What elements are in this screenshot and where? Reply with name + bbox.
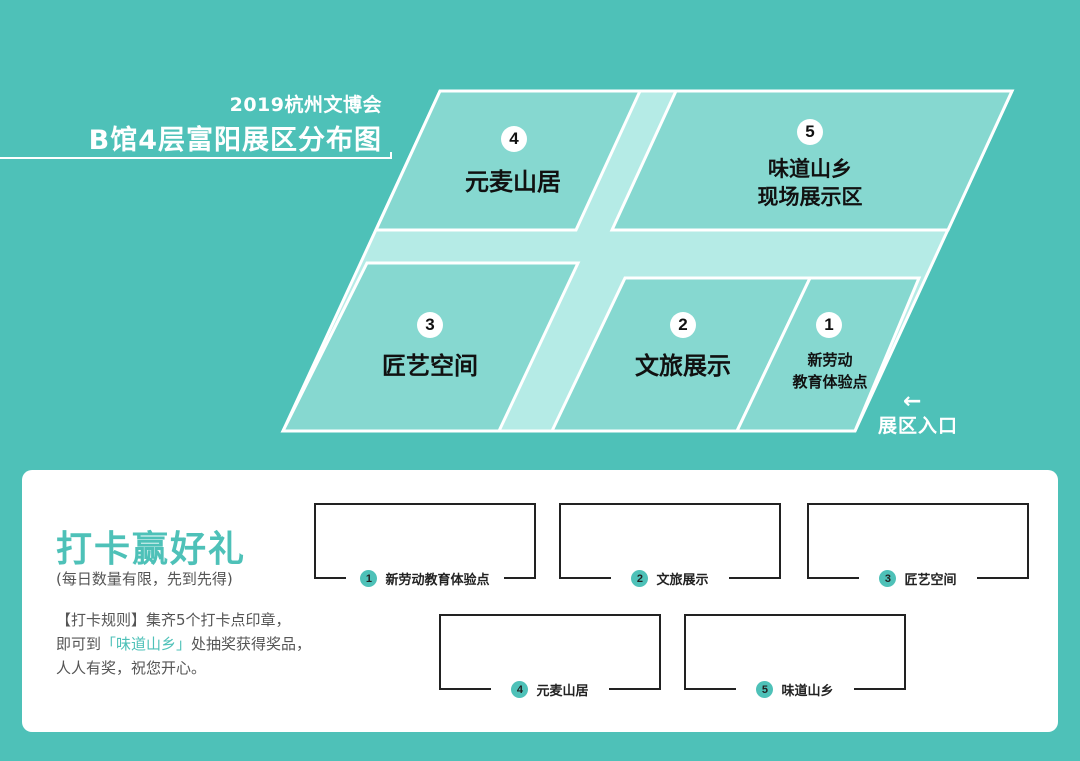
checkin-card: 打卡赢好礼 (每日数量有限，先到先得) 【打卡规则】集齐5个打卡点印章， 即可到… xyxy=(22,470,1058,732)
zone-3-number: 3 xyxy=(417,312,443,338)
zone-1-area[interactable] xyxy=(734,276,922,433)
stamp-number-badge: 4 xyxy=(511,681,529,698)
stamp-label: 1 新劳动教育体验点 xyxy=(316,569,534,588)
stamp-name: 文旅展示 xyxy=(656,573,709,588)
stamp-box-edge xyxy=(854,688,904,690)
stamp-name: 匠艺空间 xyxy=(904,573,957,588)
zone-4-number: 4 xyxy=(501,126,527,152)
zone-3-label: 匠艺空间 xyxy=(382,352,478,380)
checkin-rules: 【打卡规则】集齐5个打卡点印章， 即可到「味道山乡」处抽奖获得奖品， 人人有奖，… xyxy=(56,608,311,680)
stamp-label: 4 元麦山居 xyxy=(441,680,659,699)
stamp-number-badge: 2 xyxy=(631,570,649,587)
stamp-box-edge xyxy=(686,688,736,690)
rules-line-1: 【打卡规则】集齐5个打卡点印章， xyxy=(56,611,291,629)
stamp-box-edge xyxy=(316,577,346,579)
stamp-number-badge: 1 xyxy=(360,570,378,587)
stamp-box-edge xyxy=(609,688,659,690)
stamp-label: 2 文旅展示 xyxy=(561,569,779,588)
stamp-label: 3 匠艺空间 xyxy=(809,569,1027,588)
zone-5-label-line2: 现场展示区 xyxy=(757,185,863,209)
zone-1-number: 1 xyxy=(816,312,842,338)
rules-line-2b: 处抽奖获得奖品， xyxy=(191,635,312,653)
stamp-box-5[interactable]: 5 味道山乡 xyxy=(684,614,906,699)
zone-5-label-line1: 味道山乡 xyxy=(768,157,852,181)
stamp-number-badge: 5 xyxy=(756,681,774,698)
stamp-number-badge: 3 xyxy=(879,570,897,587)
stamp-box-edge xyxy=(729,577,779,579)
zone-5-number: 5 xyxy=(797,119,823,145)
stamp-box-3[interactable]: 3 匠艺空间 xyxy=(807,503,1029,588)
stamp-box-1[interactable]: 1 新劳动教育体验点 xyxy=(314,503,536,588)
stamp-label: 5 味道山乡 xyxy=(686,680,904,699)
zone-1-label-line1: 新劳动 xyxy=(807,351,853,369)
checkin-note: (每日数量有限，先到先得) xyxy=(56,570,233,588)
rules-highlight: 「味道山乡」 xyxy=(101,635,192,653)
zone-4-label: 元麦山居 xyxy=(465,168,561,196)
stamp-name: 元麦山居 xyxy=(536,684,589,699)
title-underline xyxy=(0,157,392,159)
stamp-box-edge xyxy=(561,577,611,579)
stamp-name: 新劳动教育体验点 xyxy=(385,573,490,588)
zone-3-area[interactable] xyxy=(280,261,581,433)
entrance-arrow-icon: ← xyxy=(903,389,922,414)
title-underline-tick xyxy=(390,152,392,159)
stamp-box-edge xyxy=(441,688,491,690)
zone-1-label: 新劳动 教育体验点 xyxy=(762,349,898,393)
page-title: B馆4层富阳展区分布图 xyxy=(88,125,382,156)
entrance-label: 展区入口 xyxy=(878,415,959,437)
stamp-box-2[interactable]: 2 文旅展示 xyxy=(559,503,781,588)
zone-2-label: 文旅展示 xyxy=(635,352,731,380)
stamp-box-edge xyxy=(504,577,534,579)
zone-4-area[interactable] xyxy=(373,89,643,232)
zone-5-area[interactable] xyxy=(609,89,1015,232)
event-subtitle: 2019杭州文博会 xyxy=(229,94,382,116)
zone-1-label-line2: 教育体验点 xyxy=(792,373,868,391)
zone-5-label: 味道山乡 现场展示区 xyxy=(730,155,890,211)
rules-line-2a: 即可到 xyxy=(56,635,102,653)
stamp-name: 味道山乡 xyxy=(781,684,834,699)
floor-plan xyxy=(280,89,1015,433)
stamp-box-edge xyxy=(977,577,1027,579)
rules-line-2: 即可到「味道山乡」处抽奖获得奖品， xyxy=(56,632,311,656)
stamp-box-edge xyxy=(809,577,859,579)
rules-line-3: 人人有奖，祝您开心。 xyxy=(56,659,207,677)
zone-2-number: 2 xyxy=(670,312,696,338)
stamp-box-4[interactable]: 4 元麦山居 xyxy=(439,614,661,699)
checkin-title: 打卡赢好礼 xyxy=(56,529,247,570)
